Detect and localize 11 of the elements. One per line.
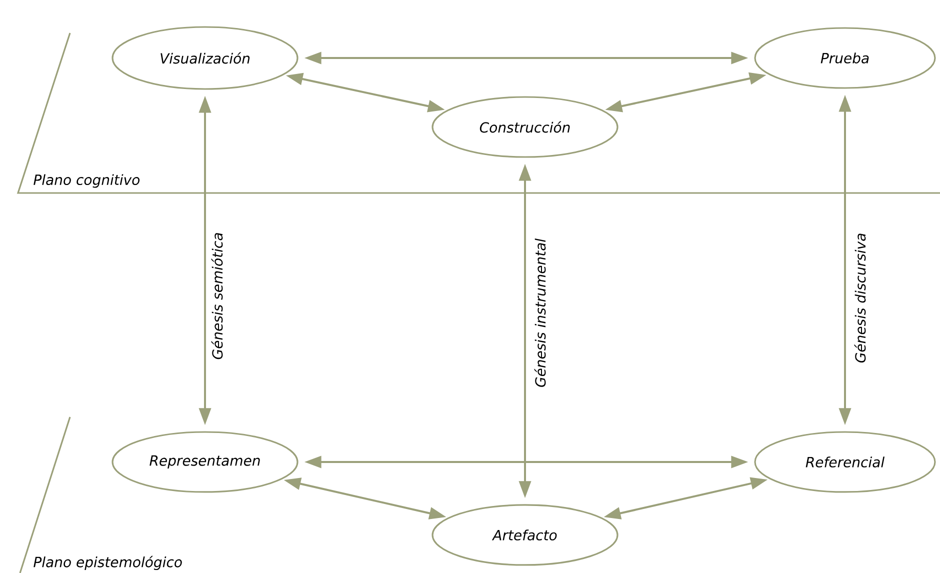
ellipse-node: Representamen bbox=[112, 431, 298, 493]
edge-label: Génesis instrumental bbox=[533, 237, 547, 389]
edge-label: Génesis discursiva bbox=[853, 232, 867, 364]
plane-label: Plano epistemológico bbox=[32, 554, 184, 572]
plane-label: Plano cognitivo bbox=[32, 173, 142, 189]
ellipse-node: Artefacto bbox=[432, 504, 618, 566]
ellipse-node: Construcción bbox=[432, 96, 618, 158]
ellipse-node: Prueba bbox=[754, 27, 936, 89]
edge-label: Génesis semiótica bbox=[210, 231, 224, 361]
ellipse-node: Referencial bbox=[754, 431, 936, 493]
ellipse-node: Visualización bbox=[112, 26, 298, 90]
